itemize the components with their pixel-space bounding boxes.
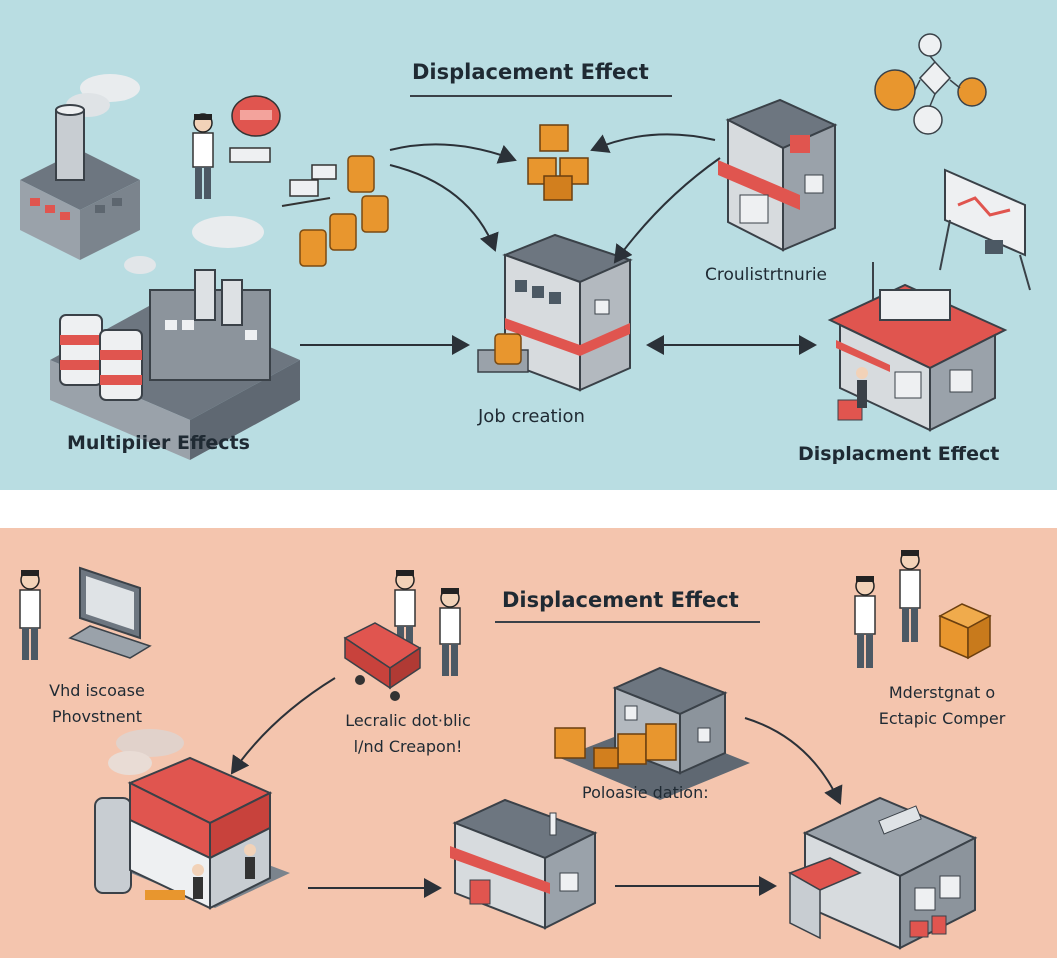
label-multiplier-effects: Multipiier Effects: [67, 432, 250, 454]
factory-shop-icon: [94, 729, 290, 910]
worker-computer-icon: [19, 566, 152, 660]
arrow-warehouse-to-office: [744, 717, 843, 805]
label-displacement-effect: Displacment Effect: [798, 443, 1000, 465]
bottom-title-underline: [495, 621, 760, 623]
displacement-store-icon: [827, 262, 1008, 432]
label-left-line1: Vhd iscoase: [49, 681, 145, 700]
label-left-line2: Phovstnent: [51, 707, 143, 726]
label-construction: Croulistrtnurie: [705, 265, 828, 285]
chart-board-icon: [939, 168, 1031, 291]
factory-icon: [50, 216, 300, 460]
top-diagram: [20, 33, 1031, 460]
label-right-line1: Mderstgnat o: [888, 683, 996, 702]
box-icon: [527, 124, 589, 201]
arrow-cart-to-shop: [230, 677, 336, 775]
office-right-icon: [788, 796, 978, 950]
label-mid-block: Lecralic dot·blic l/nd Creapon!: [318, 708, 498, 760]
bottom-title: Displacement Effect: [502, 588, 739, 612]
label-mid-line1: Lecralic dot·blic: [345, 711, 471, 730]
label-job-creation: Job creation: [478, 406, 585, 427]
label-right-line2: Ectapic Comper: [878, 709, 1006, 728]
arrow-shop-to-boxes: [590, 133, 716, 153]
warehouse-icon: [554, 666, 750, 800]
label-left-block: Vhd iscoase Phovstnent: [22, 678, 172, 730]
bottom-diagram: [19, 550, 992, 950]
arrow-shop-to-job: [613, 157, 721, 264]
workers-box-icon: [854, 550, 992, 668]
workers-cart-icon: [343, 570, 461, 701]
coin-stack-icon: [281, 155, 389, 267]
worker-icon: [192, 95, 281, 199]
top-title-underline: [410, 95, 672, 97]
office-building-icon: [477, 233, 633, 392]
shop-small-icon: [450, 798, 598, 930]
small-factory-icon: [20, 74, 140, 260]
process-icons: [874, 33, 987, 135]
top-panel: Displacement Effect Multipiier Effects J…: [0, 0, 1057, 490]
arrow-to-boxes: [389, 143, 517, 164]
label-right-block: Mderstgnat o Ectapic Comper: [852, 680, 1032, 732]
label-production: Poloasie dation:: [582, 783, 709, 802]
top-title: Displacement Effect: [412, 60, 649, 84]
label-mid-line2: l/nd Creapon!: [353, 737, 463, 756]
arrow-to-job: [389, 164, 499, 252]
bottom-panel: Displacement Effect Vhd iscoase Phovstne…: [0, 528, 1057, 958]
shop-icon: [718, 98, 838, 252]
